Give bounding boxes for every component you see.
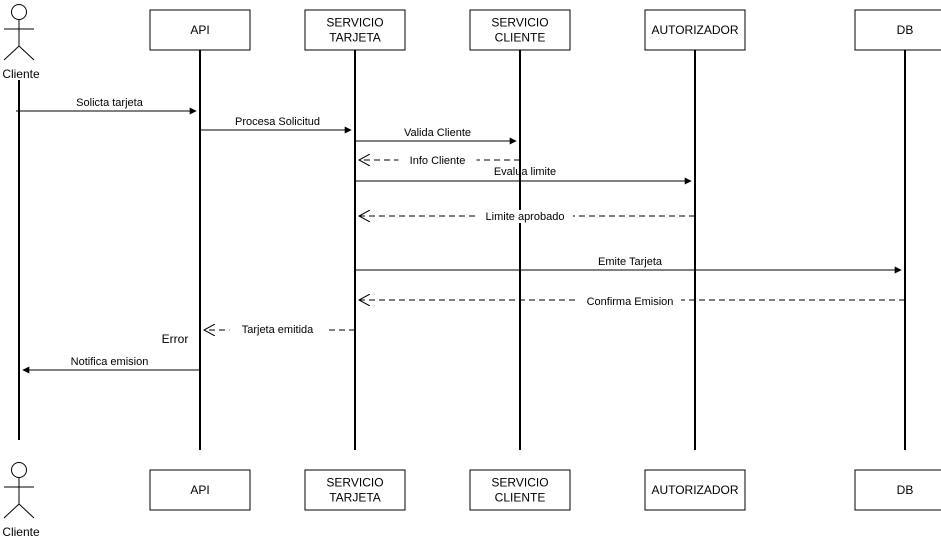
participant-api-bottom[interactable]: API	[149, 469, 251, 511]
message-info-cliente: Info Cliente	[359, 154, 520, 167]
participant-db-top[interactable]: DB	[854, 9, 941, 51]
message-tarjeta-emitida: Tarjeta emitida	[204, 323, 355, 336]
message-label: Valida Cliente	[404, 127, 471, 139]
actor-cliente-top: Cliente	[2, 4, 40, 81]
participant-label-svc_cliente: SERVICIO	[491, 16, 548, 30]
participant-label-svc_cliente: SERVICIO	[491, 476, 548, 490]
message-emite-tarjeta: Emite Tarjeta	[355, 256, 902, 274]
message-confirma-emision: Confirma Emision	[359, 295, 905, 308]
message-solicta-tarjeta: Solicta tarjeta	[16, 97, 197, 115]
message-label: Info Cliente	[410, 155, 466, 167]
message-label: Limite aprobado	[486, 211, 565, 223]
participant-label-tarjeta: SERVICIO	[326, 476, 383, 490]
participant-label-api: API	[190, 23, 209, 37]
participant-label-svc_cliente: CLIENTE	[495, 491, 546, 505]
message-label: Tarjeta emitida	[242, 324, 314, 336]
message-limite-aprobado: Limite aprobado	[359, 210, 695, 223]
participant-api-top[interactable]: API	[149, 9, 251, 51]
message-procesa-solicitud: Procesa Solicitud	[200, 116, 352, 134]
message-label: Emite Tarjeta	[598, 256, 663, 268]
message-notifica-emision: Notifica emision	[22, 356, 200, 374]
message-evalua-limite: Evalua limite	[355, 166, 692, 185]
participant-label-db: DB	[897, 483, 914, 497]
message-label: Notifica emision	[71, 356, 149, 368]
participant-label-tarjeta: TARJETA	[329, 31, 381, 45]
message-label: Solicta tarjeta	[76, 97, 144, 109]
participant-label-api: API	[190, 483, 209, 497]
participant-db-bottom[interactable]: DB	[854, 469, 941, 511]
actor-label-cliente: Cliente	[2, 67, 40, 81]
participant-label-tarjeta: TARJETA	[329, 491, 381, 505]
participant-label-db: DB	[897, 23, 914, 37]
message-label: Evalua limite	[494, 166, 556, 178]
message-valida-cliente: Valida Cliente	[355, 127, 517, 145]
actor-cliente-bottom: Cliente	[2, 462, 40, 539]
participant-label-svc_cliente: CLIENTE	[495, 31, 546, 45]
participant-autorizador-bottom[interactable]: AUTORIZADOR	[644, 469, 746, 511]
participant-label-autorizador: AUTORIZADOR	[651, 483, 738, 497]
actor-label-cliente: Cliente	[2, 525, 40, 539]
message-label: Procesa Solicitud	[235, 116, 320, 128]
participant-autorizador-top[interactable]: AUTORIZADOR	[644, 9, 746, 51]
participant-label-autorizador: AUTORIZADOR	[651, 23, 738, 37]
participant-label-tarjeta: SERVICIO	[326, 16, 383, 30]
annotation-error: Error	[162, 332, 189, 346]
message-label: Confirma Emision	[587, 296, 674, 308]
